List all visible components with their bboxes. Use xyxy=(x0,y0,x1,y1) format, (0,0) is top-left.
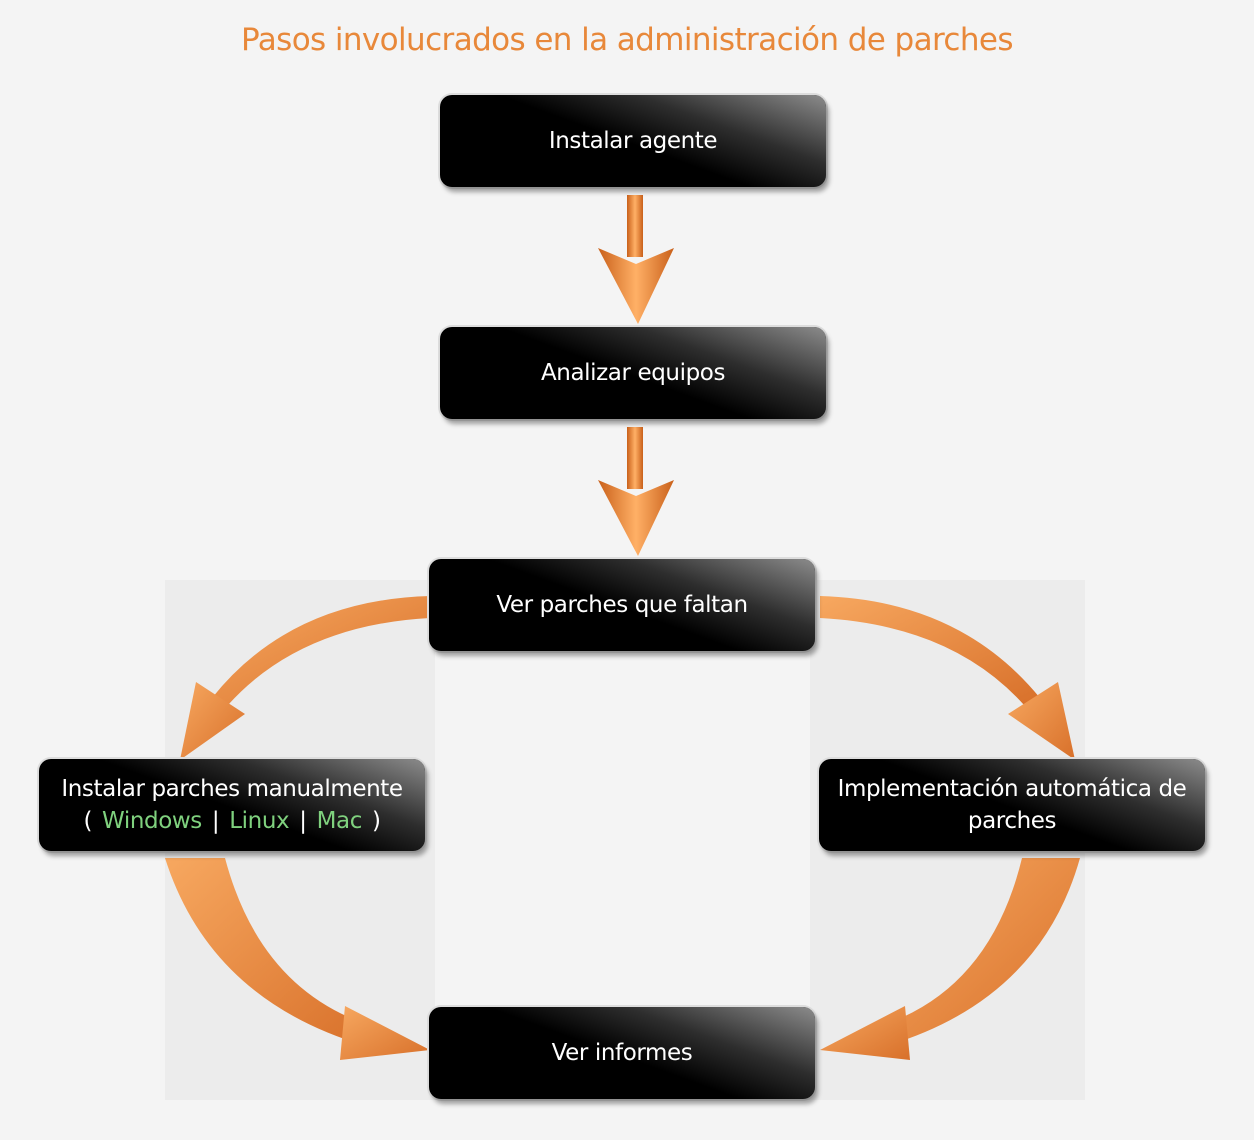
step-install-agent-label: Instalar agente xyxy=(548,128,718,154)
arrow-missing-to-manual xyxy=(180,596,430,760)
os-open-paren: ( xyxy=(83,808,93,834)
diagram-title: Pasos involucrados en la administración … xyxy=(241,22,1014,58)
os-close-paren: ) xyxy=(371,808,381,834)
arrow-agent-to-scan xyxy=(598,195,674,324)
step-view-reports: Ver informes xyxy=(429,1007,815,1099)
mac-link[interactable]: Mac xyxy=(316,808,363,834)
step-manual-install-label: Instalar parches manualmente xyxy=(61,776,403,802)
step-scan-systems: Analizar equipos xyxy=(440,327,826,419)
os-links-row: ( Windows | Linux | Mac) xyxy=(83,805,381,837)
arrow-scan-to-missing xyxy=(598,427,674,556)
step-manual-install: Instalar parches manualmente ( Windows | Li… xyxy=(39,759,425,851)
os-separator: | xyxy=(299,808,307,834)
step-auto-deploy: Implementación automática de parches xyxy=(819,759,1205,851)
step-view-reports-label: Ver informes xyxy=(551,1040,693,1066)
step-auto-deploy-label: Implementación automática de parches xyxy=(837,776,1187,834)
step-view-missing: Ver parches que faltan xyxy=(429,559,815,651)
arrow-auto-to-reports xyxy=(820,858,1080,1060)
windows-link[interactable]: Windows xyxy=(102,808,202,834)
arrow-manual-to-reports xyxy=(165,858,430,1060)
cycle-background-center xyxy=(435,650,810,1010)
step-install-agent: Instalar agente xyxy=(440,95,826,187)
os-separator: | xyxy=(211,808,220,834)
step-view-missing-label: Ver parches que faltan xyxy=(496,592,748,618)
arrow-missing-to-auto xyxy=(820,596,1075,760)
step-scan-systems-label: Analizar equipos xyxy=(540,360,726,386)
linux-link[interactable]: Linux xyxy=(229,808,290,834)
